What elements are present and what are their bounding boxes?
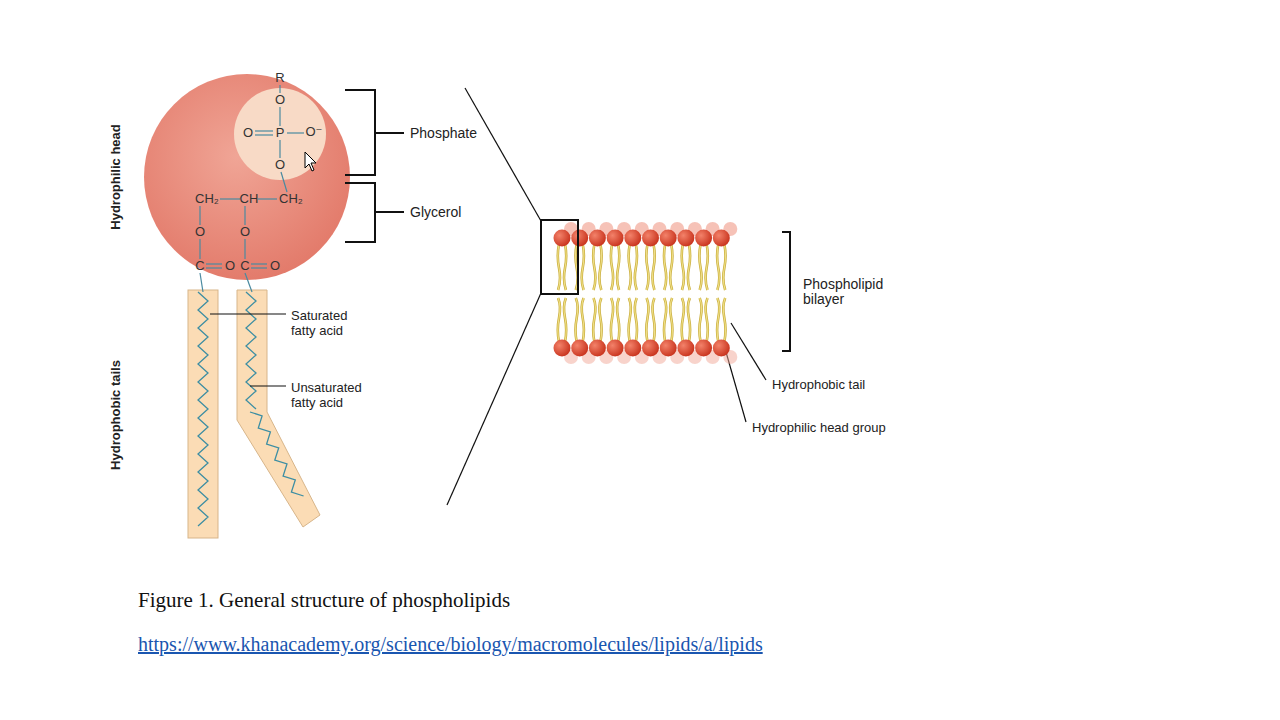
saturated-tail	[188, 290, 218, 538]
source-link: https://www.khanacademy.org/science/biol…	[138, 633, 763, 656]
bonds	[200, 85, 304, 292]
phosphate-zone	[234, 88, 326, 180]
hydrophilic-head	[144, 74, 350, 280]
atom: R	[275, 71, 284, 85]
side-label: Hydrophobic tails	[108, 360, 123, 470]
atom: C	[240, 259, 249, 273]
atom: O	[275, 93, 285, 107]
part-label: Hydrophilic head group	[752, 420, 886, 435]
mouse-cursor	[305, 152, 316, 171]
atom: CH	[240, 192, 259, 206]
atom: CH₂	[279, 192, 303, 206]
atom: O⁻	[306, 125, 323, 139]
atom: C	[195, 259, 204, 273]
part-label: Unsaturated fatty acid	[291, 380, 371, 410]
figure-caption: Figure 1. General structure of phospholi…	[138, 588, 510, 613]
atom: O	[225, 259, 235, 273]
leaders	[210, 88, 766, 505]
phospholipid-bilayer	[554, 222, 738, 364]
atom: O	[270, 259, 280, 273]
side-label: Hydrophilic head	[108, 124, 123, 229]
atom: O	[243, 126, 253, 140]
atom: P	[276, 126, 285, 140]
part-label: Phosphate	[410, 126, 477, 141]
part-label: Glycerol	[410, 205, 461, 220]
zoom-box	[541, 220, 578, 294]
atom: O	[195, 225, 205, 239]
part-label: Hydrophobic tail	[772, 377, 865, 392]
part-label: Saturated fatty acid	[291, 308, 361, 338]
part-label: Phospholipid bilayer	[803, 277, 887, 307]
atom: CH₂	[195, 192, 219, 206]
atom: O	[275, 158, 285, 172]
brackets	[345, 90, 790, 351]
atom: O	[240, 225, 250, 239]
